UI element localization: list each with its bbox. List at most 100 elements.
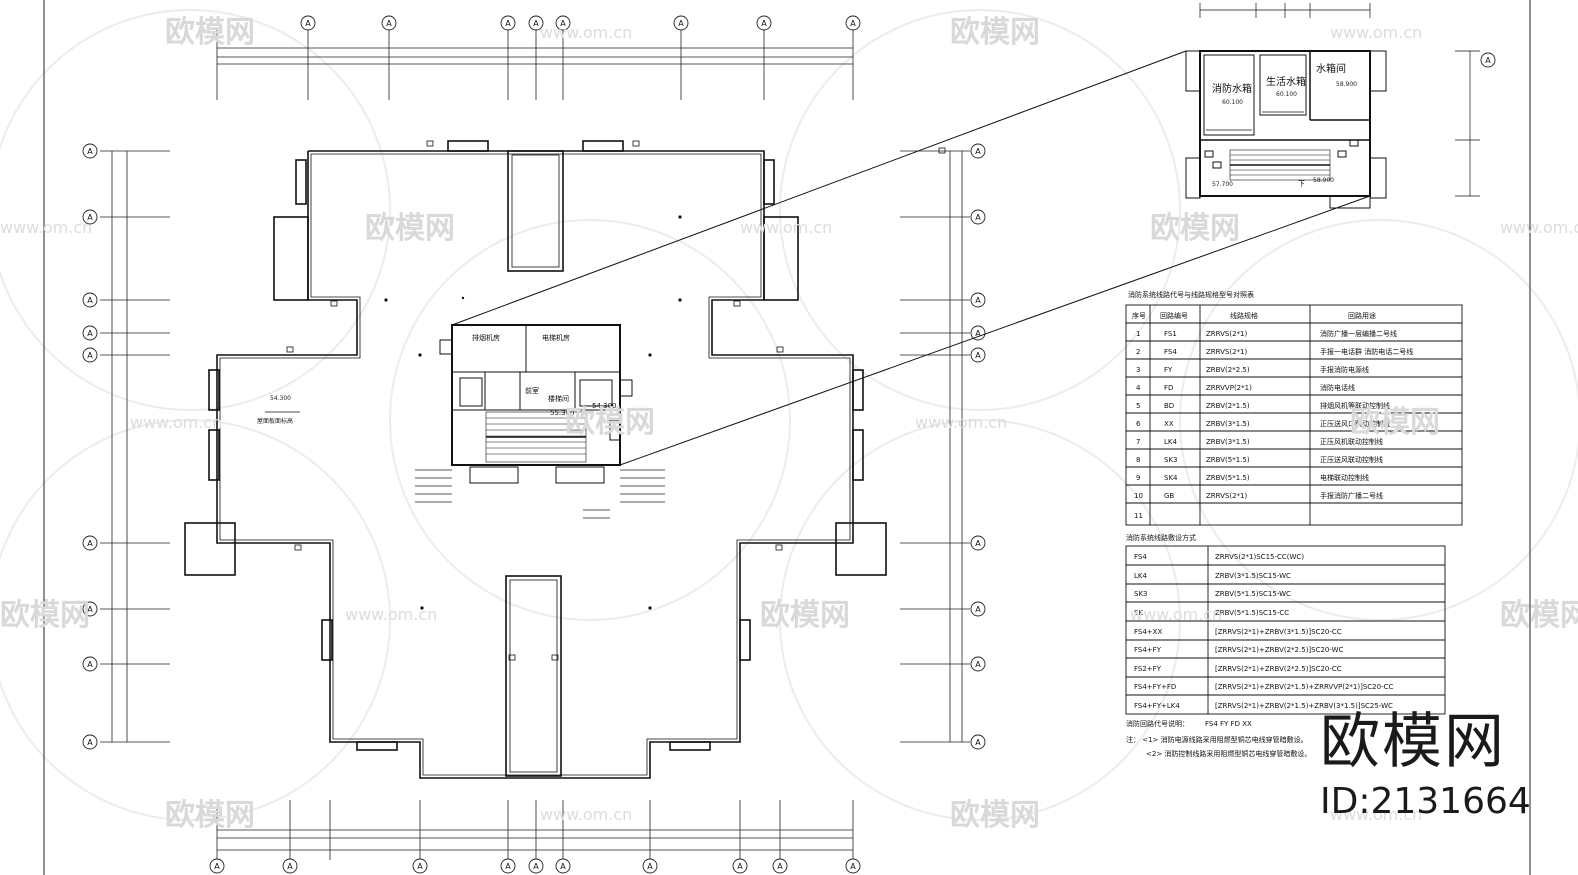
grid-bubble-label: A xyxy=(560,19,566,28)
grid-bubble-label: A xyxy=(505,862,511,871)
grid-bubble-label: A xyxy=(87,147,93,156)
wiring-table-cell: SK3 xyxy=(1134,590,1148,598)
wiring-table-cell: ZRBV(5*1.5)SC15-WC xyxy=(1215,590,1291,598)
circuit-table-header: 序号 xyxy=(1132,311,1146,320)
circuit-table-cell: ZRBV(5*1.5) xyxy=(1206,456,1250,464)
notes-line1-label: 消防回路代号说明： xyxy=(1126,719,1189,728)
grid-bubble-label: A xyxy=(975,147,981,156)
grid-bubble-label: A xyxy=(850,862,856,871)
core-room-c-label: 前室 xyxy=(525,386,539,395)
grid-bubble-detail xyxy=(1480,52,1496,68)
watermark-url: www.om.cn xyxy=(1500,218,1578,237)
grid-bubbles xyxy=(82,15,1496,874)
circuit-table-cell: SK3 xyxy=(1164,456,1178,464)
circuit-table-cell: XX xyxy=(1164,420,1174,428)
tank-room-detail xyxy=(1185,3,1480,209)
grid-bubble-label: A xyxy=(87,329,93,338)
brand-block: 欧模网 ID:2131664 xyxy=(1320,706,1531,822)
wiring-table-cell: FS4+FY+FD xyxy=(1134,683,1176,691)
grid-bubble-label: A xyxy=(975,539,981,548)
top-dimension-chain xyxy=(216,30,854,100)
circuit-table-cell: 8 xyxy=(1136,456,1140,464)
wiring-table-cell: [ZRRVS(2*1)+ZRBV(2*2.5)]SC20-CC xyxy=(1215,665,1342,673)
grid-bubble-label: A xyxy=(975,738,981,747)
grid-bubble-label: A xyxy=(533,862,539,871)
right-dimension-chain xyxy=(900,150,970,743)
watermark-url: www.om.cn xyxy=(1130,605,1222,624)
circuit-table-cell: 9 xyxy=(1136,474,1140,482)
grid-bubble-label: A xyxy=(975,296,981,305)
grid-bubble-label: A xyxy=(737,862,743,871)
grid-bubble-label: A xyxy=(287,862,293,871)
circuit-table-cell: LK4 xyxy=(1164,438,1177,446)
grid-bubble-labels: A A A A A A A A A A A A A A A A A A A A … xyxy=(87,19,1491,871)
wiring-table-cell: [ZRRVS(2*1)+ZRBV(3*1.5)]SC20-CC xyxy=(1215,628,1342,636)
watermark-url: www.om.cn xyxy=(740,218,832,237)
grid-bubble-label: A xyxy=(87,660,93,669)
grid-bubble-label: A xyxy=(975,660,981,669)
watermark-url: www.om.cn xyxy=(0,218,92,237)
core-leader-lines xyxy=(415,469,665,519)
circuit-table-cell: 5 xyxy=(1136,402,1140,410)
grid-bubble-label: A xyxy=(975,605,981,614)
circuit-table-header: 回路编号 xyxy=(1160,311,1188,320)
grid-bubble-right xyxy=(970,143,986,750)
core-labels: 排烟机房 电梯机房 前室 楼梯间 54.300 55.300 xyxy=(472,333,617,417)
wiring-table-cell: ZRRVS(2*1)SC15-CC(WC) xyxy=(1215,553,1304,561)
central-core xyxy=(439,324,633,484)
circuit-table-header: 回路用途 xyxy=(1348,311,1376,320)
notes-line1-value: FS4 FY FD XX xyxy=(1205,720,1252,728)
roof-plan-outline xyxy=(184,140,887,779)
plan-labels: 54.300 屋面板面标高 xyxy=(257,395,300,425)
grid-bubble-label: A xyxy=(87,605,93,614)
wiring-table-cell: FS4+FY xyxy=(1134,646,1162,654)
core-elevation-label: 54.300 xyxy=(592,402,617,410)
circuit-table-title: 消防系统线路代号与线路规格型号对照表 xyxy=(1128,290,1254,299)
circuit-table-cell: FS4 xyxy=(1164,348,1177,356)
tank-room-label: 水箱间 xyxy=(1316,62,1346,75)
sheet-frame xyxy=(43,0,1531,875)
circuit-table-cell: 排烟风机等联动控制线 xyxy=(1320,401,1390,410)
grid-bubble-label: A xyxy=(975,329,981,338)
watermark-logo: 欧模网 xyxy=(165,15,255,50)
grid-bubble-top xyxy=(300,15,861,31)
detail-callout-lines xyxy=(451,50,1371,466)
grid-bubble-left xyxy=(82,143,98,750)
watermark-url: www.om.cn xyxy=(915,413,1007,432)
circuit-table-cell: 电梯联动控制线 xyxy=(1320,473,1369,482)
grid-bubble-label: A xyxy=(975,351,981,360)
circuit-table-cell: ZRBV(5*1.5) xyxy=(1206,474,1250,482)
circuit-table-cell: 2 xyxy=(1136,348,1140,356)
watermark-url: www.om.cn xyxy=(130,413,222,432)
circuit-table-cell: GB xyxy=(1164,492,1174,500)
grid-bubble-label: A xyxy=(850,19,856,28)
circuit-table-cell: FS1 xyxy=(1164,330,1177,338)
circuit-table-cell: 3 xyxy=(1136,366,1140,374)
wiring-table-cell: ZRBV(5*1.5)SC15-CC xyxy=(1215,609,1289,617)
roof-area-label: 屋面板面标高 xyxy=(257,417,293,425)
watermark-url: www.om.cn xyxy=(1330,805,1422,824)
watermark-url: www.om.cn xyxy=(540,23,632,42)
circuit-table-cell: 手报一电话群 消防电话二号线 xyxy=(1320,347,1413,356)
core-room-a-label: 排烟机房 xyxy=(472,333,500,342)
grid-bubble-label: A xyxy=(533,19,539,28)
wiring-table-cell: [ZRRVS(2*1)+ZRBV(2*1.5)+ZRRVVP(2*1)]SC20… xyxy=(1215,683,1393,691)
notes: 消防回路代号说明： FS4 FY FD XX 注： <1> 消防电源线路采用阻燃… xyxy=(1126,719,1311,758)
circuit-table-cell: ZRRVS(2*1) xyxy=(1206,348,1248,356)
wiring-table-cell: ZRBV(3*1.5)SC15-WC xyxy=(1215,572,1291,580)
grid-bubble-label: A xyxy=(678,19,684,28)
core-room-d-label: 楼梯间 xyxy=(548,394,569,403)
wiring-table-cell: FS4+FY+LK4 xyxy=(1134,702,1180,710)
watermark-url: www.om.cn xyxy=(1330,23,1422,42)
wiring-method-table: 消防系统线路敷设方式 FS4 ZRRVS(2*1)SC15-CC(WC) LK4… xyxy=(1125,533,1446,715)
wiring-table-title: 消防系统线路敷设方式 xyxy=(1126,533,1196,542)
circuit-table-cell: 1 xyxy=(1136,330,1140,338)
notes-line2: 注： <1> 消防电源线路采用阻燃型铜芯电线穿管暗敷设。 xyxy=(1126,735,1308,744)
circuit-table-cell: 6 xyxy=(1136,420,1141,428)
grid-bubble-label: A xyxy=(1485,56,1491,65)
watermark-url: www.om.cn xyxy=(345,605,437,624)
grid-bubble-label: A xyxy=(87,351,93,360)
grid-bubble-label: A xyxy=(975,213,981,222)
circuit-table-cell: 7 xyxy=(1136,438,1140,446)
